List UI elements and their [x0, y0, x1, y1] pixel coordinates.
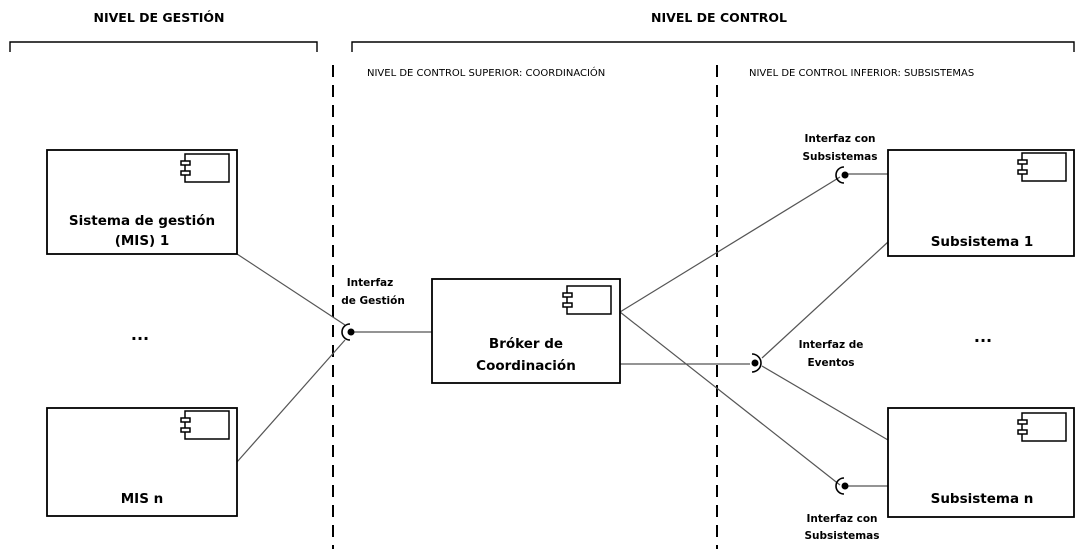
- connector-sub1-events: [761, 241, 889, 359]
- component-icon: [180, 153, 230, 183]
- interface-management-label-line1: Interfaz: [347, 277, 393, 289]
- interface-subsystems-top-symbol[interactable]: [835, 166, 849, 184]
- interface-subsystems-top-label-line1: Interfaz con: [804, 133, 875, 145]
- interface-subsystems-bottom-symbol[interactable]: [835, 477, 849, 495]
- mis1-label-line2: (MIS) 1: [115, 233, 170, 249]
- component-icon: [180, 410, 230, 440]
- component-icon: [1017, 412, 1067, 442]
- component-icon: [1017, 152, 1067, 182]
- interface-events-label-line2: Eventos: [807, 357, 854, 369]
- connector-subn-events: [761, 365, 889, 441]
- connector-broker-subn-iface: [619, 311, 841, 486]
- interface-subsystems-top-label-line2: Subsistemas: [802, 151, 877, 163]
- sub1-label: Subsistema 1: [931, 234, 1034, 250]
- header-control-level: NIVEL DE CONTROL: [651, 10, 787, 25]
- bracket-control: [351, 41, 1075, 52]
- header-upper-control: NIVEL DE CONTROL SUPERIOR: COORDINACIÓN: [367, 66, 605, 79]
- mis1-label-line1: Sistema de gestión: [69, 213, 215, 229]
- interface-management-symbol[interactable]: [341, 323, 355, 341]
- broker-label-line1: Bróker de: [489, 336, 563, 352]
- header-lower-control: NIVEL DE CONTROL INFERIOR: SUBSISTEMAS: [749, 68, 974, 79]
- ellipsis-left: ...: [131, 325, 149, 344]
- ellipsis-right: ...: [974, 327, 992, 346]
- component-icon: [562, 285, 612, 315]
- connector-mis1-management: [236, 253, 346, 326]
- header-management-level: NIVEL DE GESTIÓN: [94, 10, 225, 25]
- interface-events-symbol[interactable]: [751, 353, 762, 373]
- interface-subsystems-bottom-label-line2: Subsistemas: [804, 530, 879, 542]
- connector-lines: [236, 173, 889, 487]
- bracket-management: [9, 41, 318, 52]
- interface-subsystems-bottom-label-line1: Interfaz con: [806, 513, 877, 525]
- interface-management-label-line2: de Gestión: [341, 295, 405, 307]
- subn-label: Subsistema n: [931, 491, 1034, 507]
- misn-label: MIS n: [121, 491, 164, 507]
- broker-label-line2: Coordinación: [476, 358, 576, 374]
- connector-broker-sub1-iface: [619, 176, 841, 313]
- connector-misn-management: [236, 339, 346, 463]
- interface-events-label-line1: Interfaz de: [799, 339, 864, 351]
